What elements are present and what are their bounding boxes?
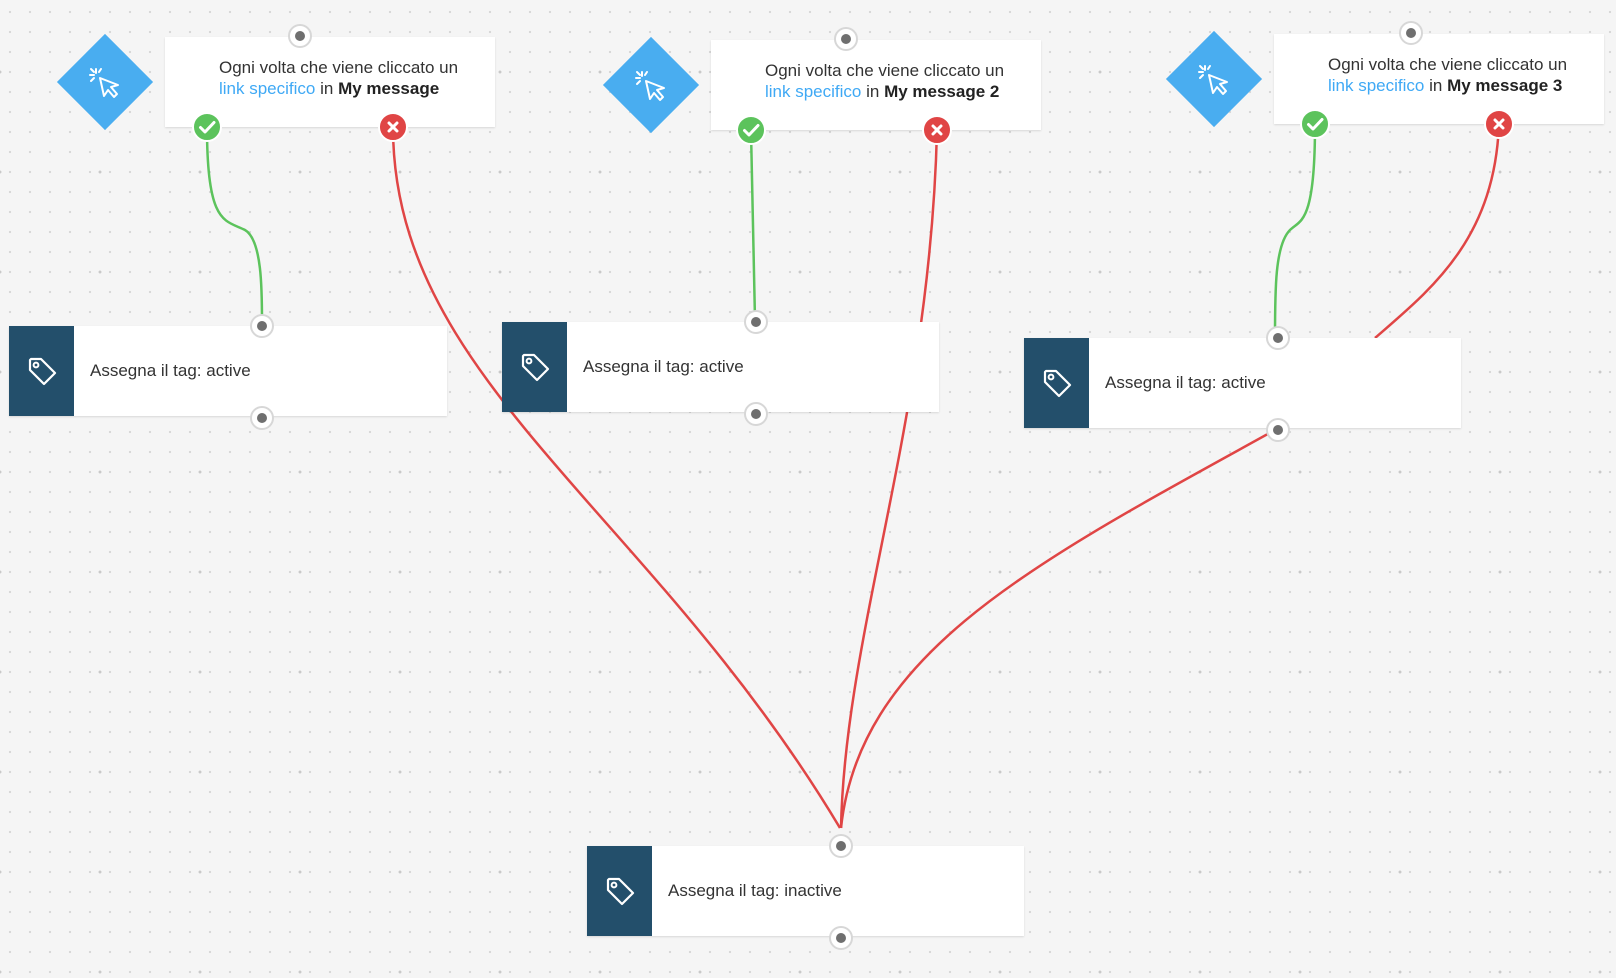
close-icon bbox=[1484, 109, 1514, 139]
yes-branch-1[interactable] bbox=[192, 112, 222, 142]
yes-branch-2[interactable] bbox=[736, 115, 766, 145]
trigger-text: Ogni volta che viene cliccato un bbox=[1328, 55, 1568, 74]
action-icon-tile bbox=[9, 326, 74, 416]
action-4-input-port[interactable] bbox=[829, 834, 853, 858]
connector-yes-1 bbox=[205, 127, 264, 324]
action-label: Assegna il tag: active bbox=[90, 361, 251, 380]
trigger-text: Ogni volta che viene cliccato un bbox=[765, 61, 1005, 80]
tag-icon bbox=[28, 357, 57, 386]
message-name: My message 3 bbox=[1447, 76, 1563, 95]
action-label: Assegna il tag: active bbox=[583, 357, 744, 376]
specific-link[interactable]: link specifico bbox=[765, 82, 862, 101]
no-branch-2[interactable] bbox=[922, 115, 952, 145]
trigger-card-1[interactable]: Ogni volta che viene cliccato un link sp… bbox=[165, 37, 495, 127]
check-icon bbox=[1300, 109, 1330, 139]
close-icon bbox=[922, 115, 952, 145]
specific-link[interactable]: link specifico bbox=[1328, 76, 1425, 95]
trigger-text: Ogni volta che viene cliccato un bbox=[219, 58, 459, 77]
trigger-card-2[interactable]: Ogni volta che viene cliccato un link sp… bbox=[711, 40, 1041, 130]
action-icon-tile bbox=[587, 846, 652, 936]
action-label: Assegna il tag: active bbox=[1105, 373, 1266, 392]
trigger-description: Ogni volta che viene cliccato un link sp… bbox=[765, 60, 1021, 102]
yes-branch-3[interactable] bbox=[1300, 109, 1330, 139]
action-3-output-port[interactable] bbox=[1266, 418, 1290, 442]
action-card-4[interactable]: Assegna il tag: inactive bbox=[587, 846, 1024, 936]
action-2-input-port[interactable] bbox=[744, 310, 768, 334]
trigger-description: Ogni volta che viene cliccato un link sp… bbox=[219, 57, 475, 99]
check-icon bbox=[192, 112, 222, 142]
connector-no-2 bbox=[839, 129, 939, 829]
action-2-output-port[interactable] bbox=[744, 402, 768, 426]
trigger-3-input-port[interactable] bbox=[1399, 21, 1423, 45]
action-card-1[interactable]: Assegna il tag: active bbox=[9, 326, 447, 416]
action-3-input-port[interactable] bbox=[1266, 326, 1290, 350]
click-pointer-icon bbox=[89, 68, 119, 98]
trigger-description: Ogni volta che viene cliccato un link sp… bbox=[1328, 54, 1584, 96]
message-name: My message bbox=[338, 79, 440, 98]
trigger-text-in: in bbox=[1424, 76, 1448, 95]
message-name: My message 2 bbox=[884, 82, 1000, 101]
no-branch-1[interactable] bbox=[378, 112, 408, 142]
connector-no-3 bbox=[1374, 122, 1501, 339]
action-1-input-port[interactable] bbox=[250, 314, 274, 338]
trigger-2-input-port[interactable] bbox=[834, 27, 858, 51]
connector-yes-2 bbox=[749, 130, 757, 321]
action-icon-tile bbox=[502, 322, 567, 412]
action-icon-tile bbox=[1024, 338, 1089, 428]
action-card-2[interactable]: Assegna il tag: active bbox=[502, 322, 939, 412]
action-1-output-port[interactable] bbox=[250, 406, 274, 430]
connector-next-3 bbox=[839, 428, 1276, 829]
tag-icon bbox=[521, 353, 550, 382]
tag-icon bbox=[606, 877, 635, 906]
trigger-text-in: in bbox=[861, 82, 885, 101]
action-label: Assegna il tag: inactive bbox=[668, 881, 842, 900]
trigger-card-3[interactable]: Ogni volta che viene cliccato un link sp… bbox=[1274, 34, 1604, 124]
trigger-text-in: in bbox=[315, 79, 339, 98]
action-card-3[interactable]: Assegna il tag: active bbox=[1024, 338, 1461, 428]
close-icon bbox=[378, 112, 408, 142]
action-4-output-port[interactable] bbox=[829, 926, 853, 950]
specific-link[interactable]: link specifico bbox=[219, 79, 316, 98]
check-icon bbox=[736, 115, 766, 145]
click-pointer-icon bbox=[635, 71, 665, 101]
no-branch-3[interactable] bbox=[1484, 109, 1514, 139]
click-pointer-icon bbox=[1198, 65, 1228, 95]
connector-yes-3 bbox=[1273, 124, 1317, 339]
connector-no-1 bbox=[391, 126, 842, 829]
tag-icon bbox=[1043, 369, 1072, 398]
trigger-1-input-port[interactable] bbox=[288, 24, 312, 48]
